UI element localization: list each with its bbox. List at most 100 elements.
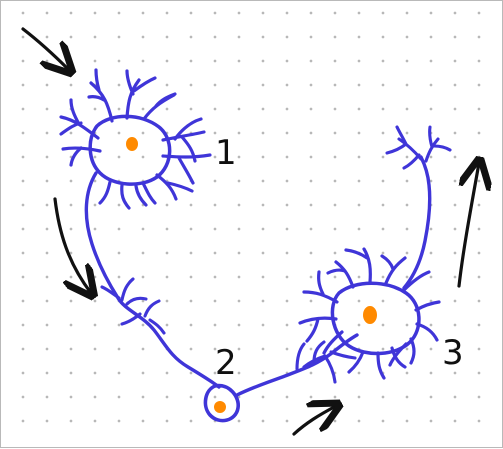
- grid-dot: [453, 275, 457, 279]
- grid-dot: [45, 131, 49, 135]
- grid-dot: [381, 11, 385, 15]
- grid-dot: [285, 11, 289, 15]
- grid-dot: [333, 131, 337, 135]
- grid-dot: [333, 59, 337, 63]
- grid-dot: [189, 227, 193, 231]
- grid-dot: [357, 155, 361, 159]
- grid-dot: [45, 59, 49, 63]
- grid-dot: [429, 371, 433, 375]
- grid-dot: [117, 395, 121, 399]
- grid-dot: [69, 179, 73, 183]
- grid-dot: [45, 275, 49, 279]
- grid-dot: [189, 395, 193, 399]
- grid-dot: [357, 275, 361, 279]
- grid-dot: [237, 131, 241, 135]
- signal-direction-arrow-icon: [21, 27, 69, 70]
- grid-dot: [21, 275, 25, 279]
- grid-dot: [45, 251, 49, 255]
- grid-dot: [117, 131, 121, 135]
- grid-dot: [309, 155, 313, 159]
- grid-dot: [261, 107, 265, 111]
- grid-dot: [453, 371, 457, 375]
- grid-dot: [165, 227, 169, 231]
- grid-dot: [21, 227, 25, 231]
- grid-dot: [21, 35, 25, 39]
- grid-dot: [381, 395, 385, 399]
- grid-dot: [285, 155, 289, 159]
- grid-dot: [333, 179, 337, 183]
- grid-dot: [453, 347, 457, 351]
- grid-dot: [141, 299, 145, 303]
- grid-dot: [285, 275, 289, 279]
- grid-dot: [69, 299, 73, 303]
- grid-dot: [285, 179, 289, 183]
- grid-dot: [381, 299, 385, 303]
- grid-dot: [381, 227, 385, 231]
- neuron-3-dendrites-top: [326, 247, 431, 293]
- grid-dot: [141, 251, 145, 255]
- grid-dot: [477, 299, 481, 303]
- grid-dot: [453, 299, 457, 303]
- grid-dot: [45, 227, 49, 231]
- grid-dot: [333, 251, 337, 255]
- grid-dot: [405, 395, 409, 399]
- grid-dot: [453, 323, 457, 327]
- grid-dot: [93, 299, 97, 303]
- grid-dot: [381, 179, 385, 183]
- grid-dot: [237, 155, 241, 159]
- grid-dot: [333, 155, 337, 159]
- grid-dot: [141, 59, 145, 63]
- grid-dot: [165, 83, 169, 87]
- grid-dot: [357, 107, 361, 111]
- grid-dot: [333, 275, 337, 279]
- grid-dot: [357, 35, 361, 39]
- grid-dot: [93, 323, 97, 327]
- grid-dot: [405, 275, 409, 279]
- grid-dot: [165, 35, 169, 39]
- grid-dot: [477, 11, 481, 15]
- neuron-1-nucleus: [126, 137, 138, 151]
- grid-dot: [21, 323, 25, 327]
- grid-dot: [117, 227, 121, 231]
- grid-dot: [285, 203, 289, 207]
- grid-dot: [189, 203, 193, 207]
- grid-dot: [117, 419, 121, 423]
- grid-dot: [213, 179, 217, 183]
- grid-dot: [213, 371, 217, 375]
- grid-dot: [237, 179, 241, 183]
- signal-direction-arrow-icon: [53, 197, 91, 293]
- grid-dot: [189, 347, 193, 351]
- grid-dot: [21, 11, 25, 15]
- grid-dot: [285, 131, 289, 135]
- grid-dot: [117, 203, 121, 207]
- grid-dot: [381, 419, 385, 423]
- grid-dot: [405, 11, 409, 15]
- grid-dot: [45, 179, 49, 183]
- axon-neuron-3-up: [402, 155, 432, 290]
- neuron-1-dendrites-bottom: [98, 180, 148, 210]
- grid-dot: [477, 227, 481, 231]
- grid-dot: [381, 251, 385, 255]
- grid-dot: [141, 107, 145, 111]
- grid-dot: [45, 35, 49, 39]
- grid-dot: [405, 419, 409, 423]
- grid-dot: [285, 299, 289, 303]
- grid-dot: [189, 35, 193, 39]
- grid-dot: [357, 59, 361, 63]
- grid-dot: [285, 59, 289, 63]
- grid-dot: [381, 155, 385, 159]
- grid-dot: [477, 155, 481, 159]
- grid-dot: [69, 275, 73, 279]
- grid-dot: [285, 83, 289, 87]
- signal-direction-arrow-icon: [457, 163, 479, 288]
- grid-dot: [453, 11, 457, 15]
- neuron-3-cell-body: [330, 281, 421, 356]
- grid-dot: [429, 251, 433, 255]
- grid-dot: [309, 203, 313, 207]
- grid-dot: [261, 203, 265, 207]
- grid-dot: [453, 59, 457, 63]
- grid-dot: [357, 299, 361, 303]
- grid-dot: [189, 371, 193, 375]
- grid-dot: [429, 323, 433, 327]
- grid-dot: [93, 227, 97, 231]
